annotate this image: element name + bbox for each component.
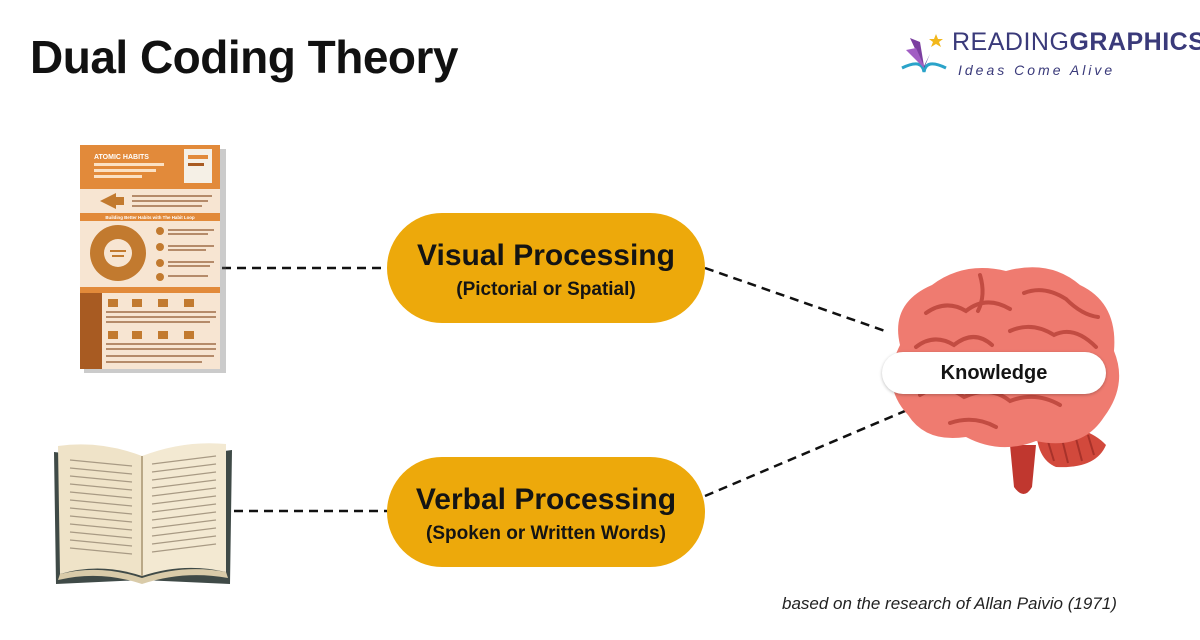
brand-name: READINGGRAPHICS — [952, 30, 1200, 55]
verbal-processing-subheading: (Spoken or Written Words) — [426, 523, 666, 544]
brand-tagline: Ideas Come Alive — [958, 62, 1116, 78]
butterfly-book-icon — [901, 34, 947, 73]
visual-processing-node: Visual Processing (Pictorial or Spatial) — [387, 213, 705, 323]
infographic-thumbnail: ATOMIC HABITS Building Better Habits wit… — [80, 145, 226, 373]
verbal-processing-heading: Verbal Processing — [415, 483, 677, 516]
knowledge-label: Knowledge — [882, 352, 1106, 394]
research-credit: based on the research of Allan Paivio (1… — [782, 594, 1117, 613]
edge-verbal-knowledge — [704, 406, 913, 498]
open-book-image — [54, 443, 232, 584]
brand-name-bold: GRAPHICS — [1069, 28, 1200, 56]
visual-processing-subheading: (Pictorial or Spatial) — [456, 279, 636, 300]
infographic-title: ATOMIC HABITS — [94, 154, 149, 161]
infographic-section-title: Building Better Habits with The Habit Lo… — [105, 215, 195, 220]
visual-processing-heading: Visual Processing — [417, 239, 675, 272]
brand-name-light: READING — [952, 28, 1070, 56]
verbal-processing-node: Verbal Processing (Spoken or Written Wor… — [387, 457, 705, 567]
edge-visual-knowledge — [704, 266, 889, 334]
brand-logo[interactable]: READINGGRAPHICS Ideas Come Alive — [896, 28, 1200, 84]
page-title: Dual Coding Theory — [30, 31, 459, 83]
